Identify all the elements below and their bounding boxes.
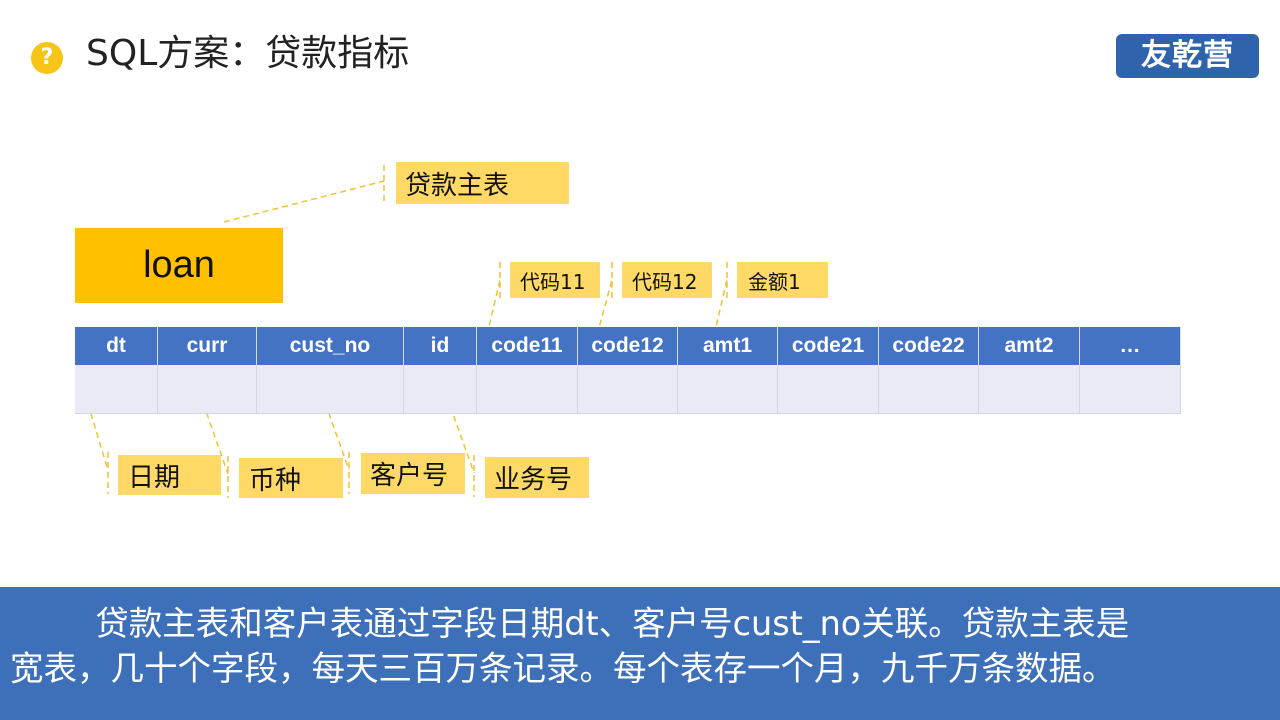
table-cell: [256, 365, 404, 414]
table-cell: [577, 365, 678, 414]
banner-line-1: 贷款主表和客户表通过字段日期dt、客户号cust_no关联。贷款主表是: [10, 604, 1130, 643]
table-cell: [403, 365, 477, 414]
column-header: code22: [878, 327, 979, 365]
annotation-id: 业务号: [485, 457, 589, 498]
column-header: id: [403, 327, 477, 365]
column-header: cust_no: [256, 327, 404, 365]
table-cell: [1079, 365, 1181, 414]
table-cell: [777, 365, 879, 414]
annotation-amt1: 金额1: [737, 262, 828, 298]
table-cell: [677, 365, 778, 414]
loan-table: dt curr cust_no id code11 code12 amt1 co…: [75, 327, 1181, 414]
table-cell: [75, 365, 158, 414]
column-header: …: [1079, 327, 1181, 365]
column-header: amt2: [978, 327, 1080, 365]
brand-logo: 友乾营: [1116, 34, 1259, 78]
annotation-cust-no: 客户号: [361, 453, 465, 494]
table-cell: [476, 365, 578, 414]
column-header: curr: [157, 327, 257, 365]
annotation-code11: 代码11: [510, 262, 600, 298]
summary-banner: 贷款主表和客户表通过字段日期dt、客户号cust_no关联。贷款主表是 宽表，几…: [0, 587, 1280, 720]
column-header: code12: [577, 327, 678, 365]
table-header-row: dt curr cust_no id code11 code12 amt1 co…: [75, 327, 1181, 365]
annotation-code12: 代码12: [622, 262, 712, 298]
annotation-dt: 日期: [118, 455, 221, 495]
table-label: 贷款主表: [396, 162, 569, 204]
column-header: code21: [777, 327, 879, 365]
banner-line-2: 宽表，几十个字段，每天三百万条记录。每个表存一个月，九千万条数据。: [10, 649, 1116, 688]
page-title: SQL方案：贷款指标: [86, 33, 410, 74]
annotation-curr: 币种: [239, 458, 343, 498]
table-name-box: loan: [75, 228, 283, 303]
connector-table-label: [223, 180, 385, 223]
column-header: dt: [75, 327, 158, 365]
question-icon: ?: [31, 42, 63, 74]
column-header: amt1: [677, 327, 778, 365]
table-cell: [878, 365, 979, 414]
table-cell: [157, 365, 257, 414]
table-body-row: [75, 365, 1181, 414]
column-header: code11: [476, 327, 578, 365]
table-cell: [978, 365, 1080, 414]
